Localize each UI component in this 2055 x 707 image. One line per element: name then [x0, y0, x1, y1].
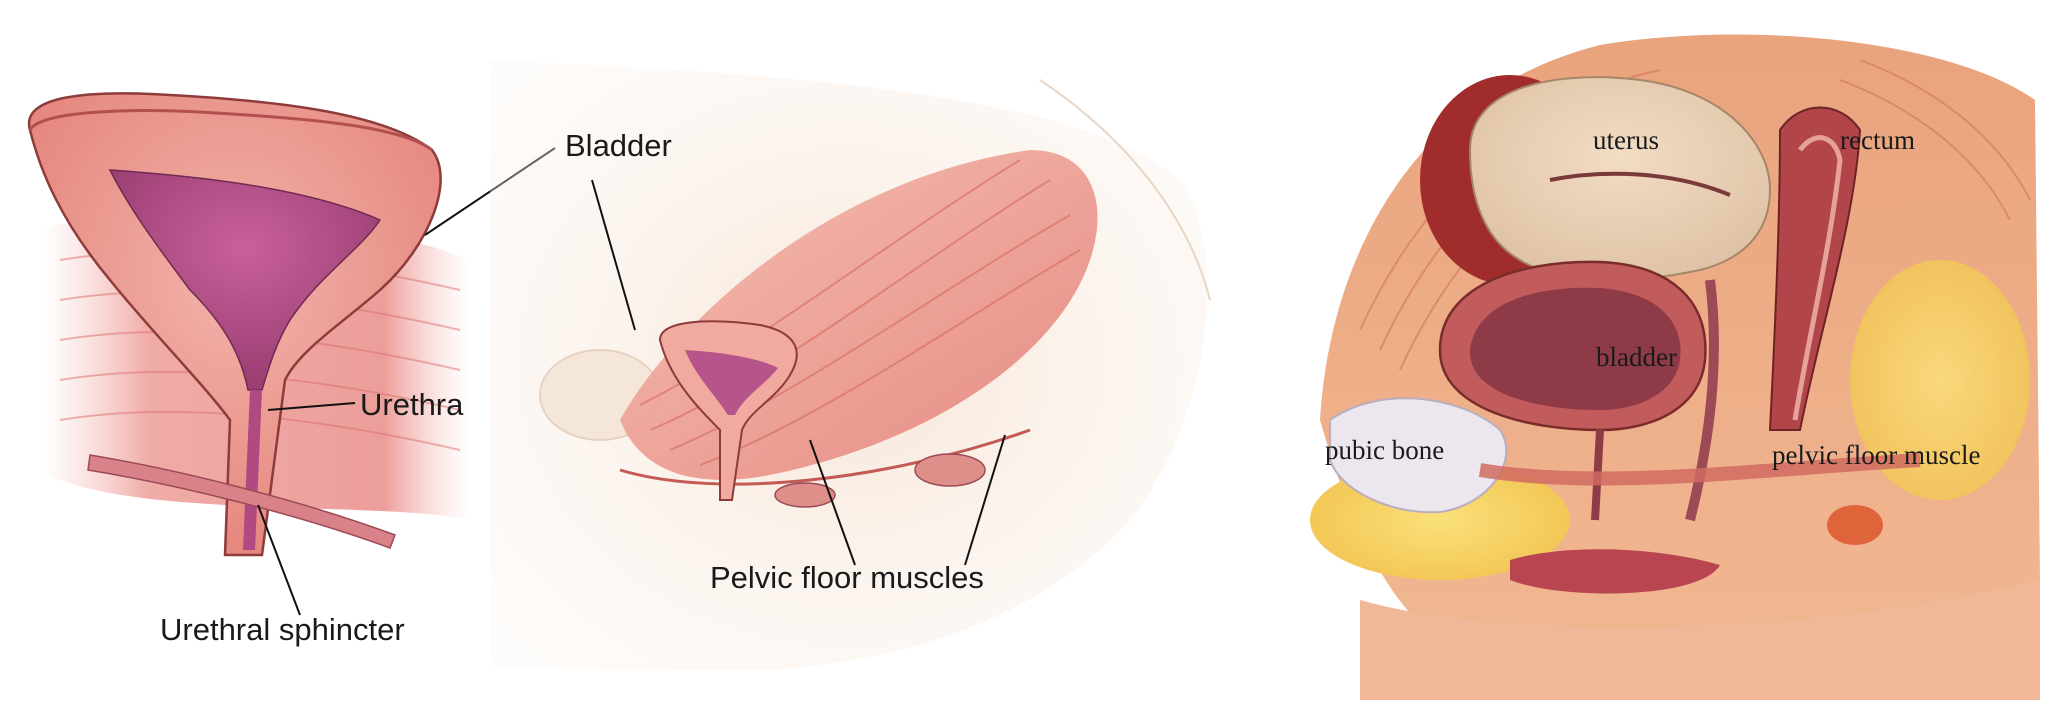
anal-sphincter: [1827, 505, 1883, 545]
bladder-closeup-illustration: [0, 0, 500, 707]
urethral-sphincter-label: Urethral sphincter: [160, 612, 405, 648]
sphincter-ring-back: [915, 454, 985, 486]
rectum-label: rectum: [1840, 125, 1915, 156]
sphincter-leader-line: [258, 505, 300, 615]
pelvic-floor-muscles-label: Pelvic floor muscles: [710, 560, 984, 596]
bladder-section-label: bladder: [1596, 342, 1677, 373]
pelvic-floor-muscle-label: pelvic floor muscle: [1772, 440, 1980, 471]
bladder-label: Bladder: [565, 128, 672, 164]
uterus-label: uterus: [1593, 125, 1659, 156]
urethra-label: Urethra: [360, 387, 463, 423]
side-view-illustration: [470, 0, 1240, 707]
sagittal-section-illustration: [1300, 0, 2055, 707]
bladder-closeup-panel: Urethra Urethral sphincter: [0, 0, 500, 707]
side-view-panel: Bladder Pelvic floor muscles: [470, 0, 1240, 707]
pubic-bone-label: pubic bone: [1325, 435, 1444, 466]
sagittal-section-panel: uterus rectum bladder pubic bone pelvic …: [1300, 0, 2055, 707]
